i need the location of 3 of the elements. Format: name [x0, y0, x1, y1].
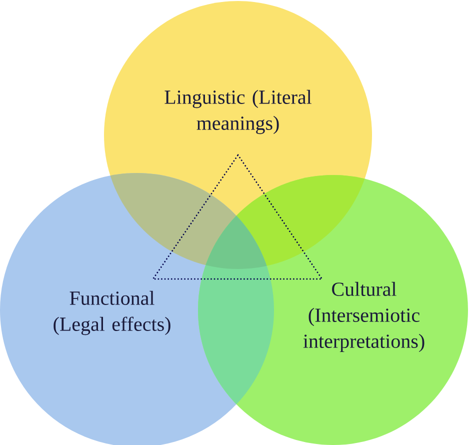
circle-label: Cultural (Intersemiotic interpretations)	[303, 282, 424, 352]
circle-label: Functional (Legal effects)	[54, 290, 170, 336]
circle-label: Linguistic (Literal meanings)	[164, 90, 312, 134]
